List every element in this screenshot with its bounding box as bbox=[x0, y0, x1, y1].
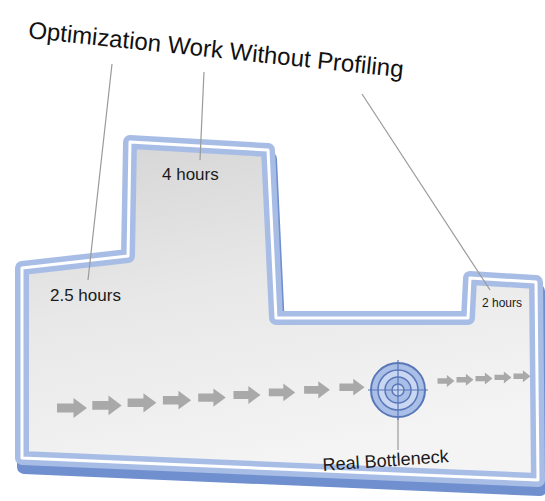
flow-arrow bbox=[495, 371, 512, 383]
time-label: 2.5 hours bbox=[50, 286, 121, 306]
flow-arrow bbox=[476, 373, 493, 385]
target-cross bbox=[397, 360, 398, 420]
target-symbol bbox=[368, 360, 428, 420]
title: Optimization Work Without Profiling bbox=[27, 16, 405, 83]
flow-arrow bbox=[304, 381, 330, 398]
leader-lines bbox=[88, 64, 490, 450]
flow-arrow bbox=[514, 370, 531, 382]
leader-line bbox=[200, 72, 204, 160]
flow-arrow bbox=[438, 375, 455, 387]
callout-label: Real Bottleneck bbox=[322, 446, 449, 476]
flow-arrow bbox=[128, 393, 157, 412]
leader-line bbox=[88, 64, 112, 280]
leader-line bbox=[397, 418, 398, 450]
block-depth bbox=[24, 151, 540, 489]
flow-arrow bbox=[198, 388, 226, 406]
flow-arrow bbox=[57, 398, 87, 418]
flow-arrow bbox=[457, 374, 474, 386]
leader-line bbox=[362, 94, 490, 290]
flow-arrow bbox=[92, 396, 121, 416]
flow-arrow bbox=[234, 386, 261, 404]
time-label: 4 hours bbox=[162, 165, 219, 185]
flow-arrow bbox=[163, 391, 191, 410]
flow-arrow bbox=[339, 379, 364, 396]
time-label: 2 hours bbox=[482, 296, 522, 310]
block-face bbox=[22, 142, 538, 480]
flow-arrows bbox=[57, 370, 531, 418]
block-inner-edge bbox=[22, 142, 538, 480]
flow-arrow bbox=[269, 384, 295, 402]
